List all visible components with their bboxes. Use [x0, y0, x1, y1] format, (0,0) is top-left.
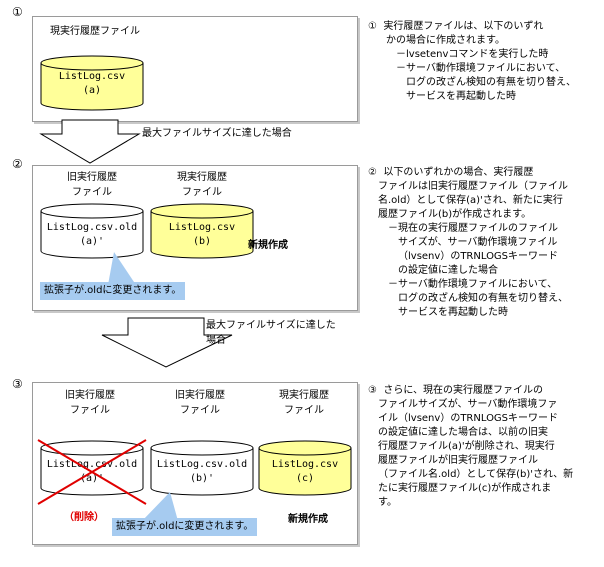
desc-line: 以下のいずれかの場合、実行履歴 [383, 167, 534, 178]
step3-title-1: 旧実行履歴 ファイル [40, 388, 140, 418]
arrow2-label: 最大ファイルサイズに達した 場合 [206, 318, 336, 348]
desc-line: さらに、現在の実行履歴ファイルの [383, 385, 544, 396]
title-line: 現実行履歴 [279, 390, 329, 401]
step1-file-name: ListLog.csv [58, 71, 126, 82]
step2-old-file-tag: (a)' [79, 236, 105, 247]
step1-description: ① 実行履歴ファイルは、以下のいずれ かの場合に作成されます。 －lvseten… [368, 20, 576, 104]
desc-line: の設定値に達した場合は、以前の旧実 [378, 427, 548, 438]
step1-panel-title: 現実行履歴ファイル [50, 26, 140, 37]
desc-line: たに実行履歴ファイル(c)が作成されま [378, 483, 552, 494]
step1-file-tag: (a) [82, 85, 102, 96]
desc-line: 実行履歴ファイルは、以下のいずれ [383, 21, 544, 32]
step2-current-title: 現実行履歴 ファイル [150, 170, 254, 200]
delete-cross-icon [37, 439, 147, 505]
desc-line: （ファイル名.old）として保存(b)'され、新 [378, 469, 574, 480]
step1-desc-num: ① [368, 21, 377, 32]
step2-old-file-name: ListLog.csv.old [46, 222, 138, 233]
step3-deleted-file-name: ListLog.csv.old [46, 459, 138, 470]
step2-description: ② 以下のいずれかの場合、実行履歴 ファイルは旧実行履歴ファイル（ファイル 名.… [368, 166, 568, 320]
step3-cylinder-new [258, 440, 352, 496]
step3-title-2: 旧実行履歴 ファイル [150, 388, 250, 418]
step3-cylinder-old [150, 440, 254, 496]
desc-bullet: ログの改ざん検知の有無を切り替え、 [406, 77, 576, 88]
step3-description: ③ さらに、現在の実行履歴ファイルの ファイルサイズが、サーバ動作環境ファ イル… [368, 384, 573, 510]
step3-desc-num: ③ [368, 385, 377, 396]
step3-old-file-name: ListLog.csv.old [156, 459, 248, 470]
step2-new-file-name: ListLog.csv [168, 222, 236, 233]
desc-bullet: －サーバ動作環境ファイルにおいて、 [396, 63, 566, 74]
step3-new-label: 新規作成 [288, 514, 328, 525]
desc-bullet: （lvsenv）のTRNLOGSキーワード [398, 251, 559, 262]
step2-new-file-tag: (b) [192, 236, 212, 247]
title-line: 旧実行履歴 [65, 390, 115, 401]
step3-title-3: 現実行履歴 ファイル [256, 388, 352, 418]
desc-line: 名.old）として保存(a)'され、新たに実行 [378, 195, 563, 206]
step1-cylinder-a [40, 55, 144, 111]
step3-number: ③ [12, 377, 23, 391]
arrow2-label-line: 最大ファイルサイズに達した [206, 320, 336, 331]
step3-old-file-tag: (b)' [189, 473, 215, 484]
step2-desc-num: ② [368, 167, 377, 178]
step2-old-title: 旧実行履歴 ファイル [40, 170, 144, 200]
desc-line: 履歴ファイル(b)が作成されます。 [378, 209, 532, 220]
step2-number: ② [12, 157, 23, 171]
desc-line: イル（lvsenv）のTRNLOGSキーワード [378, 413, 559, 424]
title-line: ファイル [72, 187, 112, 198]
desc-bullet: －lvsetenvコマンドを実行した時 [396, 49, 549, 60]
title-line: ファイル [180, 405, 220, 416]
desc-bullet: サイズが、サーバ動作環境ファイル [398, 237, 558, 248]
desc-bullet: サービスを再起動した時 [406, 91, 516, 102]
step3-deleted-label: （削除） [64, 512, 104, 523]
step3-callout: 拡張子が.oldに変更されます。 [112, 518, 258, 536]
step3-new-file-tag: (c) [295, 473, 315, 484]
step2-callout-pointer [108, 252, 136, 285]
desc-line: す。 [378, 497, 397, 508]
step2-callout: 拡張子が.oldに変更されます。 [40, 282, 186, 300]
title-line: 旧実行履歴 [67, 172, 117, 183]
desc-bullet: サービスを再起動した時 [398, 307, 508, 318]
desc-line: 行履歴ファイル(a)'が削除され、現実行 [378, 441, 555, 452]
title-line: ファイル [182, 187, 222, 198]
title-line: 旧実行履歴 [175, 390, 225, 401]
desc-line: 履歴ファイルが旧実行履歴ファイル [378, 455, 538, 466]
desc-bullet: －現在の実行履歴ファイルのファイル [388, 223, 558, 234]
down-arrow-2 [101, 317, 233, 368]
arrow2-label-line: 場合 [206, 335, 226, 346]
desc-line: かの場合に作成されます。 [386, 35, 505, 46]
down-arrow-1 [39, 119, 141, 164]
step3-callout-pointer [142, 492, 178, 521]
title-line: ファイル [284, 405, 324, 416]
desc-bullet: －サーバ動作環境ファイルにおいて、 [388, 279, 558, 290]
desc-bullet: の設定値に達した場合 [398, 265, 498, 276]
step3-deleted-file-tag: (a)' [79, 473, 105, 484]
step2-cylinder-old [40, 203, 144, 259]
step3-new-file-name: ListLog.csv [271, 459, 339, 470]
desc-line: ファイルサイズが、サーバ動作環境ファ [378, 399, 558, 410]
desc-line: ファイルは旧実行履歴ファイル（ファイル [378, 181, 568, 192]
title-line: ファイル [70, 405, 110, 416]
arrow1-label: 最大ファイルサイズに達した場合 [142, 128, 292, 139]
step2-cylinder-new [150, 203, 254, 259]
step2-new-label: 新規作成 [248, 240, 288, 251]
step1-number: ① [12, 5, 23, 19]
title-line: 現実行履歴 [177, 172, 227, 183]
desc-bullet: ログの改ざん検知の有無を切り替え、 [398, 293, 568, 304]
